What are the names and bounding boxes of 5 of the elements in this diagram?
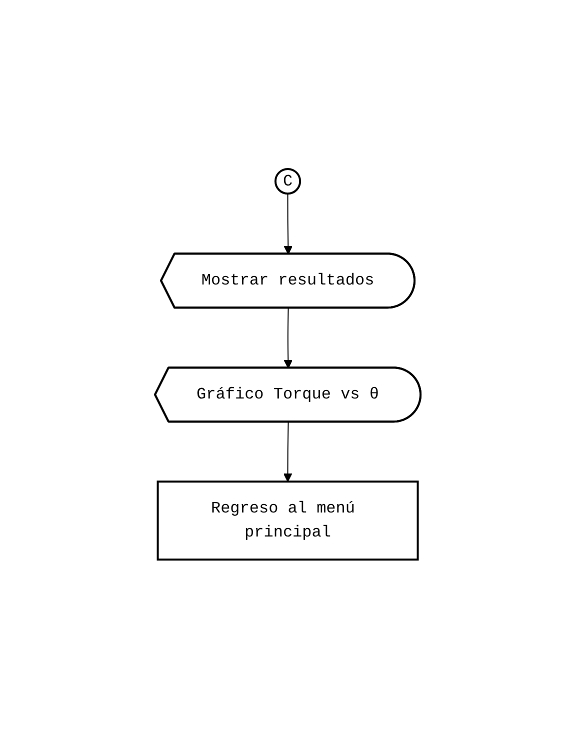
arrow xyxy=(283,422,292,482)
arrow xyxy=(283,308,292,369)
node-circle: C xyxy=(274,168,301,195)
node-box: Regreso al menú principal xyxy=(156,480,418,561)
arrow xyxy=(283,193,292,255)
